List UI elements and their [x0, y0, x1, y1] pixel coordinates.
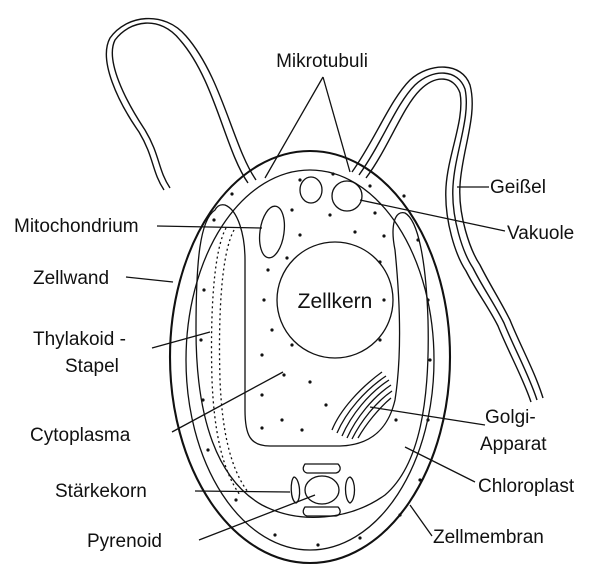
staerkekorn-grains: [291, 464, 354, 516]
cytoplasm-dots: [199, 172, 431, 546]
label-cytoplasma: Cytoplasma: [30, 425, 131, 446]
chloroplast-outline: [196, 205, 428, 518]
label-mitochondrium: Mitochondrium: [14, 216, 139, 237]
vakuole-small: [300, 177, 322, 203]
label-mikrotubuli: Mikrotubuli: [276, 51, 368, 72]
label-zellmembran: Zellmembran: [433, 527, 544, 548]
label-zellwand: Zellwand: [33, 268, 109, 289]
label-thylakoid-line1: Thylakoid -: [33, 329, 126, 350]
golgi-apparatus: [332, 372, 392, 439]
pyrenoid-outline: [305, 476, 339, 504]
thylakoid-stack: [212, 228, 248, 495]
label-zellkern: Zellkern: [298, 290, 373, 313]
label-geissel: Geißel: [490, 177, 546, 198]
flagellum-left: [106, 19, 256, 190]
vakuole-outline: [332, 181, 362, 211]
label-chloroplast: Chloroplast: [478, 476, 575, 497]
label-golgi-line1: Golgi-: [485, 407, 536, 428]
label-thylakoid-line2: Stapel: [65, 356, 119, 377]
mitochondrium-outline: [256, 205, 287, 260]
label-pyrenoid: Pyrenoid: [87, 531, 162, 552]
label-staerkekorn: Stärkekorn: [55, 481, 147, 502]
label-golgi-line2: Apparat: [480, 434, 547, 455]
label-vakuole: Vakuole: [507, 223, 574, 244]
